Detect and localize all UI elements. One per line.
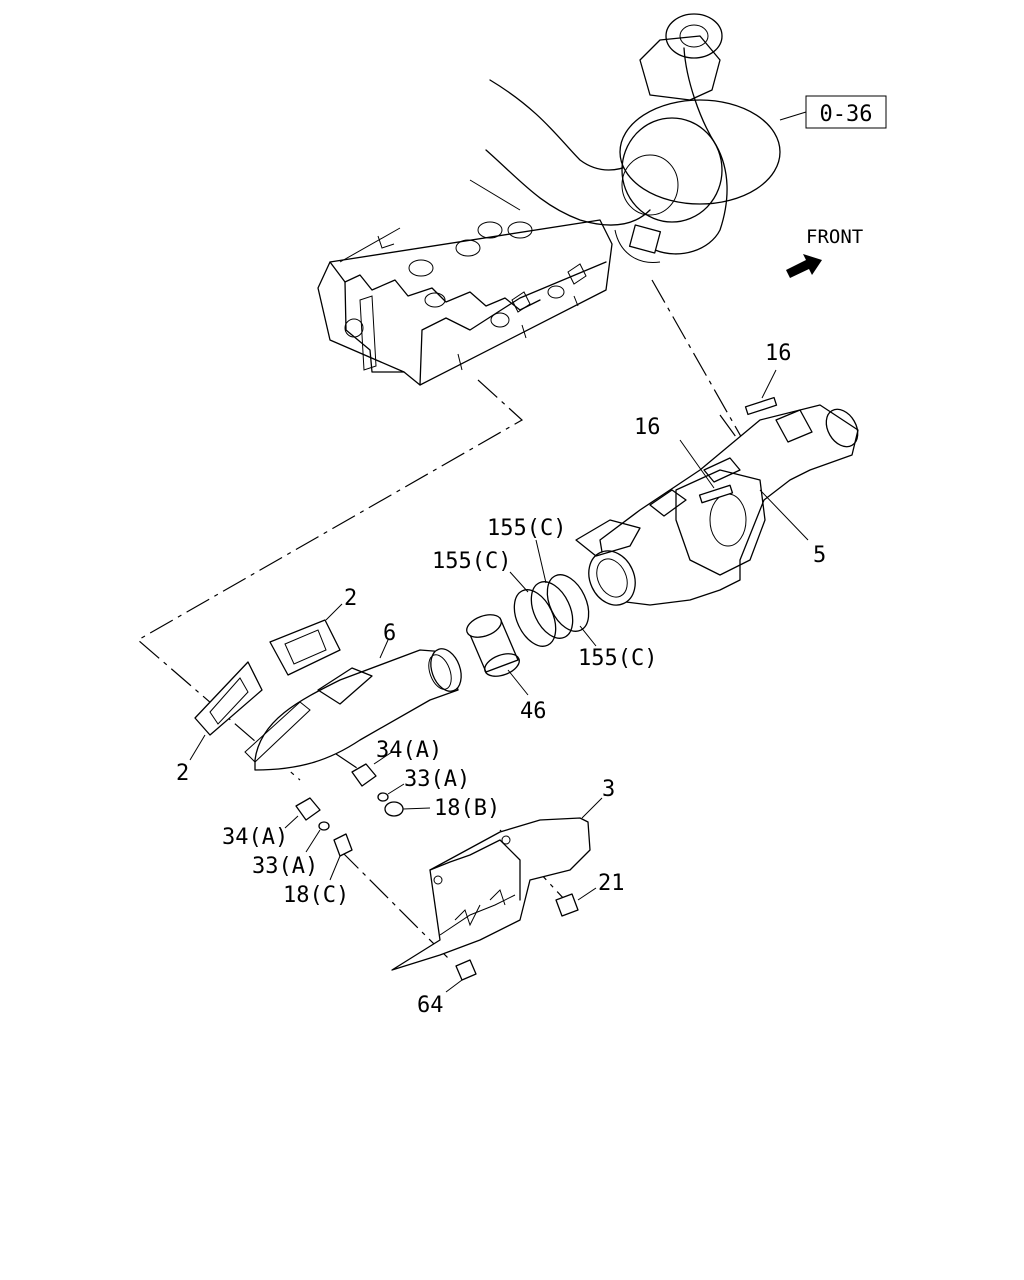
front-indicator: FRONT: [786, 226, 863, 278]
callout-155c-right: 155(C): [578, 646, 657, 671]
washer-33a-upper: [377, 783, 405, 802]
gasket-2-lower: [189, 661, 263, 761]
callout-34a-lower: 34(A): [222, 825, 288, 850]
stud-16-lower: [679, 439, 734, 504]
callout-33a-lower: 33(A): [252, 854, 318, 879]
seal-rings-155c: [509, 539, 597, 647]
stud-18c: [329, 833, 353, 881]
alignment-lines: [136, 279, 761, 961]
front-label: FRONT: [806, 226, 863, 248]
exhaust-pipe-6: [244, 639, 462, 771]
nut-64: [445, 959, 477, 993]
callout-3: 3: [602, 777, 615, 802]
exhaust-pipe: [469, 79, 651, 226]
bolt-21: [555, 887, 597, 917]
callout-64: 64: [417, 993, 444, 1018]
sleeve-46: [466, 614, 529, 696]
callout-18b: 18(B): [434, 796, 500, 821]
reference-box-label: 0-36: [820, 102, 873, 127]
turbocharger: [614, 13, 781, 264]
heat-shield-3: [391, 797, 603, 971]
callout-155c-left: 155(C): [432, 549, 511, 574]
callout-21: 21: [598, 871, 625, 896]
callout-34a-upper: 34(A): [376, 738, 442, 763]
callout-33a-upper: 33(A): [404, 767, 470, 792]
callout-16-upper: 16: [765, 341, 792, 366]
callout-18c: 18(C): [283, 883, 349, 908]
front-arrow-icon: [786, 254, 822, 278]
callout-2-top: 2: [344, 586, 357, 611]
gasket-2-upper: [269, 603, 343, 676]
stud-16-upper: [744, 369, 778, 416]
callout-16-lower: 16: [634, 415, 661, 440]
nut-34a-upper: [351, 751, 393, 787]
callout-155c-top: 155(C): [487, 516, 566, 541]
nut-34a-lower: [284, 797, 321, 829]
cylinder-head: [317, 219, 613, 386]
exhaust-manifold-part-5: [575, 404, 859, 606]
callout-2-left: 2: [176, 761, 189, 786]
callout-labels: 16 16 5 155(C) 155(C) 155(C) 2 2 6 46 34…: [176, 341, 826, 1018]
callout-6: 6: [383, 621, 396, 646]
nut-18b: [384, 801, 431, 817]
callout-5: 5: [813, 543, 826, 568]
reference-box: 0-36: [779, 95, 887, 129]
washer-33a-lower: [305, 821, 330, 853]
callout-46: 46: [520, 699, 547, 724]
